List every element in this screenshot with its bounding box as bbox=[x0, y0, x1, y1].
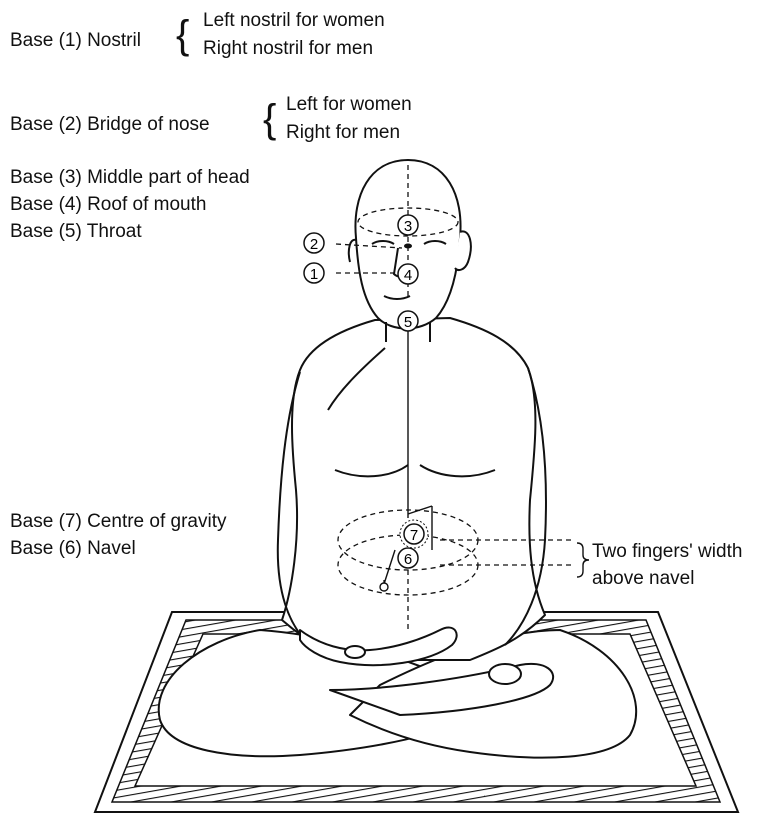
marker-2-label: 2 bbox=[310, 236, 318, 253]
marker-4: 4 bbox=[398, 264, 418, 284]
torso bbox=[278, 318, 546, 665]
marker-7: 7 bbox=[400, 520, 428, 548]
marker-4-label: 4 bbox=[404, 267, 412, 284]
bridge-dot bbox=[404, 244, 412, 249]
marker-6-label: 6 bbox=[404, 551, 412, 568]
marker-1-label: 1 bbox=[310, 266, 318, 283]
marker-1: 1 bbox=[304, 263, 324, 283]
marker-6: 6 bbox=[398, 548, 418, 568]
marker-2: 2 bbox=[304, 233, 324, 253]
navel-dot bbox=[380, 583, 388, 591]
marker-3-label: 3 bbox=[404, 218, 412, 235]
marker-5-label: 5 bbox=[404, 314, 412, 331]
marker-3: 3 bbox=[398, 215, 418, 235]
marker-5: 5 bbox=[398, 311, 418, 331]
marker-7-label: 7 bbox=[410, 527, 418, 544]
